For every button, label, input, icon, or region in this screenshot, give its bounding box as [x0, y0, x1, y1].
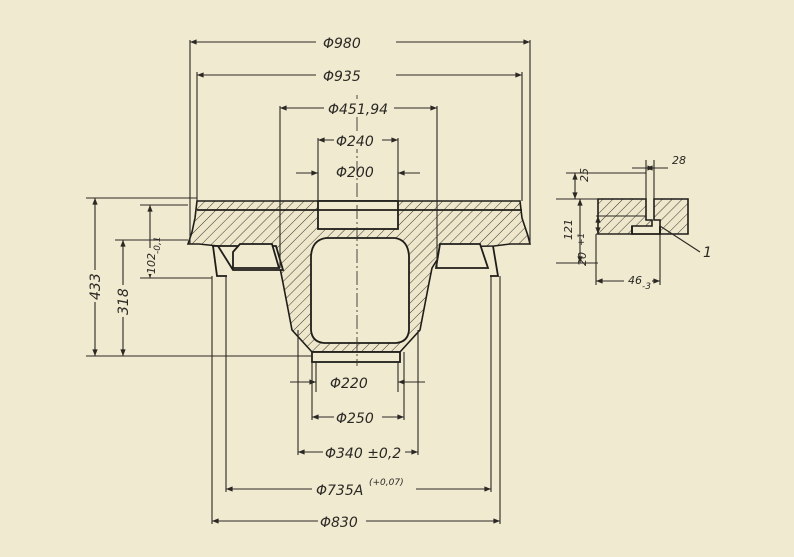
detail-dim-20-tolerance: +1	[577, 233, 587, 246]
detail-dim-121: 121	[562, 219, 575, 240]
detail-dim-20: 20	[576, 252, 589, 266]
dim-240: Φ240	[336, 134, 374, 150]
dim-318: 318	[116, 288, 132, 315]
dim-250: Φ250	[336, 411, 374, 427]
dim-102: 102	[145, 253, 158, 274]
dim-220: Φ220	[330, 376, 368, 392]
detail-dim-46-tolerance: -3	[642, 282, 651, 292]
dim-935: Φ935	[323, 69, 361, 85]
part-section	[186, 95, 532, 366]
detail-dim-25: 25	[578, 168, 591, 182]
dim-735: Φ735A	[316, 483, 363, 499]
detail-dim-46: 46	[628, 274, 642, 287]
dim-200: Φ200	[336, 165, 374, 181]
right-recess	[434, 243, 490, 269]
dim-980: Φ980	[323, 36, 361, 52]
dim-340: Φ340 ±0,2	[325, 446, 401, 462]
hub-bottom	[311, 351, 401, 363]
dim-102-tolerance: -0,1	[153, 236, 163, 254]
detail-view: 28 25 121 20 +1 46 -3 1	[556, 154, 712, 292]
detail-callout-number: 1	[703, 245, 712, 261]
central-cavity	[310, 237, 410, 344]
left-recess	[232, 243, 281, 269]
detail-dim-28: 28	[672, 154, 686, 167]
dimension-labels: Φ980 Φ935 Φ451,94 Φ240 Φ200 Φ220 Φ250 Φ3…	[87, 33, 416, 531]
dim-451: Φ451,94	[328, 102, 388, 118]
dim-433: 433	[88, 273, 104, 300]
dim-735-tolerance: (+0,07)	[369, 478, 404, 488]
dim-830: Φ830	[320, 515, 358, 531]
top-bore	[317, 200, 399, 230]
